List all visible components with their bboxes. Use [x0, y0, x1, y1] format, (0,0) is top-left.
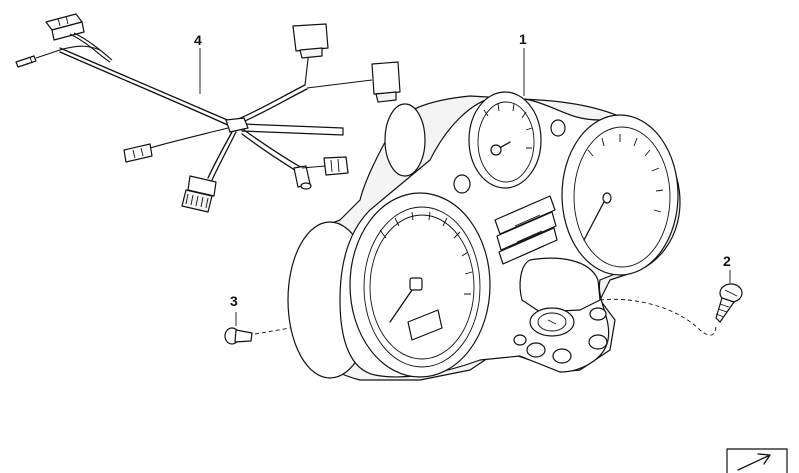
callout-3: 3	[230, 293, 238, 309]
wiring-harness[interactable]	[15, 13, 401, 213]
leader-lines	[199, 48, 717, 336]
callout-4: 4	[194, 32, 202, 48]
callout-1: 1	[519, 31, 527, 47]
tachometer-ticks	[379, 211, 473, 295]
harness-connector-top-left	[45, 13, 85, 41]
warning-light-panel	[494, 195, 558, 265]
screw-left[interactable]	[224, 312, 253, 345]
orientation-arrow-icon	[726, 448, 788, 473]
callout-2: 2	[723, 253, 731, 269]
instrument-cluster[interactable]	[287, 91, 681, 381]
screw-right[interactable]	[715, 270, 743, 323]
